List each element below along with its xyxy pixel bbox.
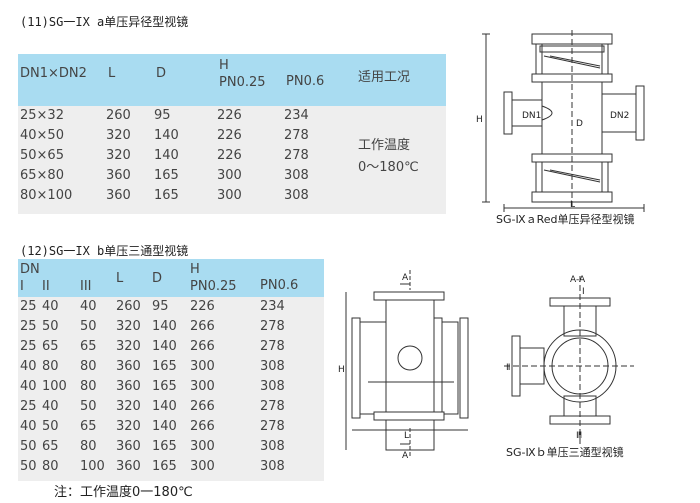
header-dn: DN1×DN2 <box>20 66 87 81</box>
figure2-label-i: I <box>582 287 585 297</box>
table-header-row: DN1×DN2 L D H PN0.25 PN0.6 适用工况 <box>18 54 446 106</box>
figure2-caption: SG-Ⅸｂ单压三通型视镜 <box>506 445 624 459</box>
condition-cell: 工作温度 0～180℃ <box>358 106 446 214</box>
header-pn06: PN0.6 <box>286 74 325 89</box>
figure1-label-d: D <box>576 119 583 129</box>
header-h-pn025: H PN0.25 <box>190 259 260 297</box>
header-pn025: PN0.25 <box>190 279 237 294</box>
section2-title: (12)SG一IX b单压三通型视镜 <box>20 244 189 258</box>
figure2-label-a-bottom: A <box>402 451 409 461</box>
figure2-label-ii: Ⅱ <box>506 363 510 373</box>
figure2-label-l: L <box>404 431 409 441</box>
section1-title: (11)SG一IX a单压异径型视镜 <box>20 15 189 29</box>
header-h: H <box>219 58 229 73</box>
condition-line1: 工作温度 <box>358 138 411 153</box>
figure1-label-l: L <box>570 200 575 210</box>
header-h: H <box>190 262 200 277</box>
header-ii: II <box>42 279 50 294</box>
header-d: D <box>156 66 167 81</box>
sight-glass-tee-drawing: A A H L A-A I Ⅱ Ⅲ SG-Ⅸｂ单压三通型视镜 <box>338 270 634 461</box>
figure1-label-h: H <box>476 115 483 125</box>
header-iii: III <box>80 279 92 294</box>
header-i: I <box>20 279 24 294</box>
figure2-label-h: H <box>338 365 345 375</box>
sight-glass-reducer-drawing: H L D DN1 DN2 SG-ⅨａRed单压异径型视镜 <box>476 30 645 225</box>
figure1-caption: SG-ⅨａRed单压异径型视镜 <box>496 212 634 225</box>
header-l: L <box>108 66 116 81</box>
figure2-label-aa: A-A <box>570 275 586 285</box>
condition-line2: 0～180℃ <box>358 160 419 175</box>
figure1-label-dn2: DN2 <box>610 111 629 121</box>
header-dn: DN <box>20 262 40 277</box>
note-text: 注：工作温度0一180℃ <box>54 485 193 500</box>
figure2-label-a-top: A <box>402 273 409 283</box>
header-condition: 适用工况 <box>358 70 411 85</box>
header-h-pn025: H PN0.25 <box>219 54 286 106</box>
figure2-label-iii: Ⅲ <box>576 431 582 441</box>
header-pn025: PN0.25 <box>219 75 266 90</box>
figure1-label-dn1: DN1 <box>522 111 541 121</box>
header-pn06: PN0.6 <box>260 278 299 293</box>
header-l: L <box>116 271 124 286</box>
header-d: D <box>152 271 163 286</box>
